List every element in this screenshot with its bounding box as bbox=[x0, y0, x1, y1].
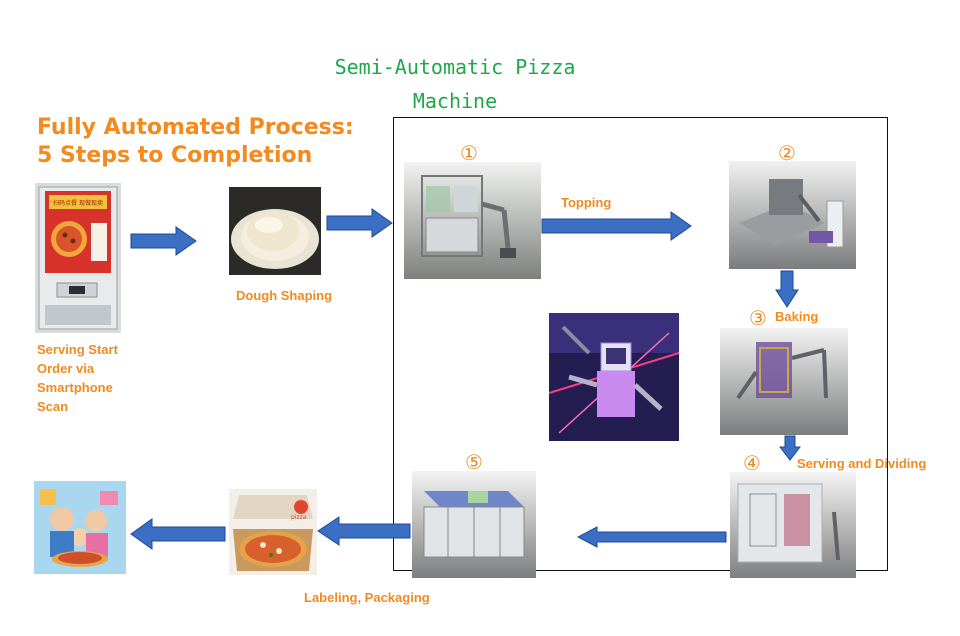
robot-illustration-image bbox=[549, 313, 679, 441]
serving-start-label: Serving Start Order via Smartphone Scan bbox=[37, 340, 157, 416]
packaging-machine-image bbox=[412, 471, 536, 578]
serving-start-line3: Smartphone bbox=[37, 380, 113, 395]
arrow-step5-to-box bbox=[317, 516, 411, 546]
dividing-machine-image bbox=[730, 472, 856, 578]
box-text: pizza bbox=[291, 514, 307, 521]
arrow-box-to-family bbox=[130, 518, 226, 550]
arrow-step3-to-step4 bbox=[779, 435, 801, 461]
machine-title-line1: Semi-Automatic Pizza bbox=[334, 55, 576, 79]
machine-title-line2: Machine bbox=[412, 89, 498, 113]
step-3-number: ③ bbox=[749, 306, 767, 330]
step-4-number: ④ bbox=[743, 451, 761, 475]
process-title-line1: Fully Automated Process: bbox=[37, 115, 354, 140]
labeling-packaging-label: Labeling, Packaging bbox=[304, 590, 430, 605]
process-title-line2: 5 Steps to Completion bbox=[37, 143, 313, 168]
arrow-step2-to-step3 bbox=[775, 270, 799, 308]
serving-start-line4: Scan bbox=[37, 399, 69, 414]
baking-label: Baking bbox=[775, 309, 819, 324]
family-eating-image bbox=[34, 481, 126, 574]
step-2-number: ② bbox=[778, 141, 796, 165]
serving-start-line1: Serving Start bbox=[37, 342, 118, 357]
baking-machine-image bbox=[729, 161, 856, 269]
arrow-kiosk-to-dough bbox=[130, 226, 197, 256]
arrow-step4-to-step5 bbox=[577, 526, 727, 548]
machine-boundary-box bbox=[393, 117, 888, 571]
kiosk-screen-text: 扫码点餐 现做现卖 bbox=[53, 199, 103, 207]
arrow-dough-to-machine bbox=[326, 208, 393, 238]
step-5-number: ⑤ bbox=[465, 450, 483, 474]
step-1-number: ① bbox=[460, 141, 478, 165]
serving-machine-image bbox=[720, 328, 848, 435]
kiosk-image: 扫码点餐 现做现卖 bbox=[35, 183, 121, 333]
dough-image bbox=[229, 187, 321, 275]
dough-shaping-label: Dough Shaping bbox=[236, 288, 333, 303]
machine-title: Semi-Automatic Pizza Machine bbox=[300, 50, 610, 118]
arrow-step1-to-step2 bbox=[541, 211, 692, 241]
topping-machine-image bbox=[404, 162, 541, 279]
topping-label: Topping bbox=[561, 195, 612, 210]
pizza-box-image: pizza bbox=[229, 489, 317, 575]
process-title: Fully Automated Process: 5 Steps to Comp… bbox=[37, 114, 377, 170]
serving-start-line2: Order via bbox=[37, 361, 95, 376]
serving-dividing-label: Serving and Dividing bbox=[797, 456, 927, 471]
